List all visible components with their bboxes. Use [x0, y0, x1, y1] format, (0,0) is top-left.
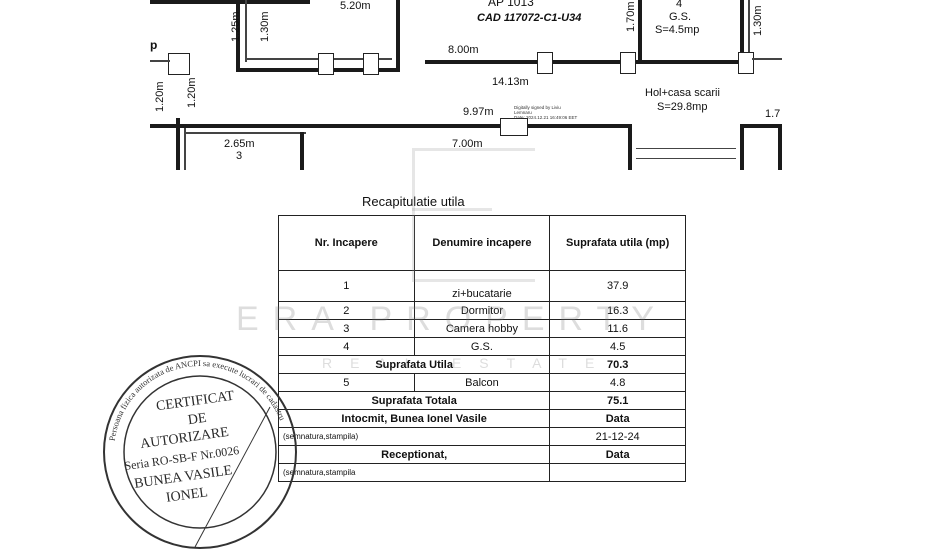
- dimension-label: 1.20m: [186, 77, 198, 108]
- table-row: Intocmit, Bunea Ionel Vasile Data: [277, 409, 686, 428]
- table-row-total: Suprafata Totala 75.1: [277, 391, 686, 410]
- table-row: 5 Balcon 4.8: [278, 373, 686, 392]
- table-row: 4 G.S. 4.5: [278, 337, 686, 356]
- wall: [628, 124, 632, 170]
- window: [738, 52, 754, 74]
- table-row: Receptionat, Data: [277, 445, 686, 464]
- header-cell: Nr. Incapere: [278, 215, 415, 271]
- plan-marker: p: [150, 38, 158, 52]
- wall: [245, 0, 247, 62]
- stair-line: [636, 148, 736, 149]
- table-row-subtotal: Suprafata Utila 70.3: [277, 355, 686, 374]
- table-cell: Suprafata Totala: [277, 391, 551, 410]
- table-cell: 21-12-24: [549, 427, 686, 446]
- dimension-label: 2.65m: [224, 138, 255, 150]
- table-row: 2 Dormitor 16.3: [278, 301, 686, 320]
- floor-plan: 5.20m 1.25m 1.30m 8.00m 1.70m 1.30m 14.1…: [0, 0, 938, 170]
- wall: [300, 132, 304, 170]
- dimension-label: 1.70m: [625, 1, 637, 32]
- header-cell: Denumire incapere: [413, 215, 551, 271]
- wall: [236, 0, 240, 72]
- table-row: (semnatura,stampila: [277, 463, 686, 482]
- table-cell: 4.5: [549, 337, 686, 356]
- table-cell: Balcon: [413, 373, 551, 392]
- wall: [425, 60, 750, 64]
- wall: [186, 132, 306, 134]
- window: [168, 53, 190, 75]
- dimension-label: 1.20m: [154, 81, 166, 112]
- watermark-brand: ERA PROPERTY: [236, 300, 668, 338]
- room-area: S=4.5mp: [655, 24, 700, 36]
- authorization-stamp: Persoana fizica autorizata de ANCPI sa e…: [100, 352, 300, 552]
- table-row: 1 zi+bucatarie 37.9: [278, 270, 686, 302]
- dimension-label: 5.20m: [340, 0, 371, 12]
- table-cell: 4.8: [549, 373, 686, 392]
- table-cell: 11.6: [549, 319, 686, 338]
- dimension-label: 1.7: [765, 108, 781, 120]
- table-cell: Intocmit, Bunea Ionel Vasile: [277, 409, 551, 428]
- header-cell: Suprafata utila (mp): [549, 215, 686, 271]
- room-name: Hol+casa scarii: [645, 87, 720, 99]
- room-name: G.S.: [669, 11, 692, 23]
- dimension-label: 14.13m: [492, 76, 529, 88]
- stamp-ring: Persoana fizica autorizata de ANCPI sa e…: [103, 355, 297, 549]
- table-caption: Recapitulatie utila: [362, 194, 465, 209]
- watermark-sub: REAL ESTATE: [322, 355, 613, 371]
- wall: [638, 0, 642, 60]
- wall: [150, 60, 170, 62]
- window: [318, 53, 334, 75]
- table-cell: 1: [278, 270, 415, 302]
- wall: [740, 0, 744, 68]
- room-number: 4: [676, 0, 683, 10]
- window: [363, 53, 379, 75]
- wall: [184, 128, 186, 170]
- dimension-label: 9.97m: [463, 106, 494, 118]
- wall: [740, 124, 782, 128]
- wall: [748, 0, 750, 58]
- wall: [236, 68, 396, 72]
- window: [537, 52, 553, 74]
- apartment-label: AP 1013: [488, 0, 534, 9]
- table-cell: Data: [549, 445, 686, 464]
- digital-signature-note: Digitally signed by Liviu Lemnaru Date: …: [514, 105, 578, 120]
- cadastral-label: CAD 117072-C1-U34: [477, 12, 582, 24]
- table-cell: 75.1: [549, 391, 686, 410]
- table-cell: Data: [549, 409, 686, 428]
- table-cell: Receptionat,: [277, 445, 551, 464]
- stamp-line: DE: [186, 410, 208, 429]
- dimension-label: 7.00m: [452, 138, 483, 150]
- window: [620, 52, 636, 74]
- table-cell: zi+bucatarie: [413, 270, 551, 302]
- table-cell: (semnatura,stampila: [277, 463, 551, 482]
- surface-table: Nr. Incapere Denumire incapere Suprafata…: [277, 215, 686, 482]
- dimension-label: 8.00m: [448, 44, 479, 56]
- wall: [176, 118, 180, 170]
- table-header-row: Nr. Incapere Denumire incapere Suprafata…: [278, 215, 686, 271]
- dimension-label: 1.30m: [752, 5, 764, 36]
- window: [500, 118, 528, 136]
- table-cell: (semnatura,stampila): [277, 427, 551, 446]
- stair-line: [636, 158, 736, 159]
- table-row: (semnatura,stampila) 21-12-24: [277, 427, 686, 446]
- wall: [396, 0, 400, 72]
- watermark-logo: [412, 148, 535, 282]
- wall: [150, 0, 310, 4]
- wall: [752, 58, 782, 60]
- watermark-logo-bar: [412, 208, 492, 211]
- wall: [740, 124, 744, 170]
- table-cell: G.S.: [413, 337, 551, 356]
- dimension-label: 1.30m: [259, 11, 271, 42]
- wall: [778, 124, 782, 170]
- room-number: 3: [236, 150, 243, 162]
- room-area: S=29.8mp: [657, 101, 708, 113]
- dimension-label: 1.25m: [230, 11, 242, 42]
- table-cell: [549, 463, 686, 482]
- wall: [150, 124, 630, 128]
- table-cell: 37.9: [549, 270, 686, 302]
